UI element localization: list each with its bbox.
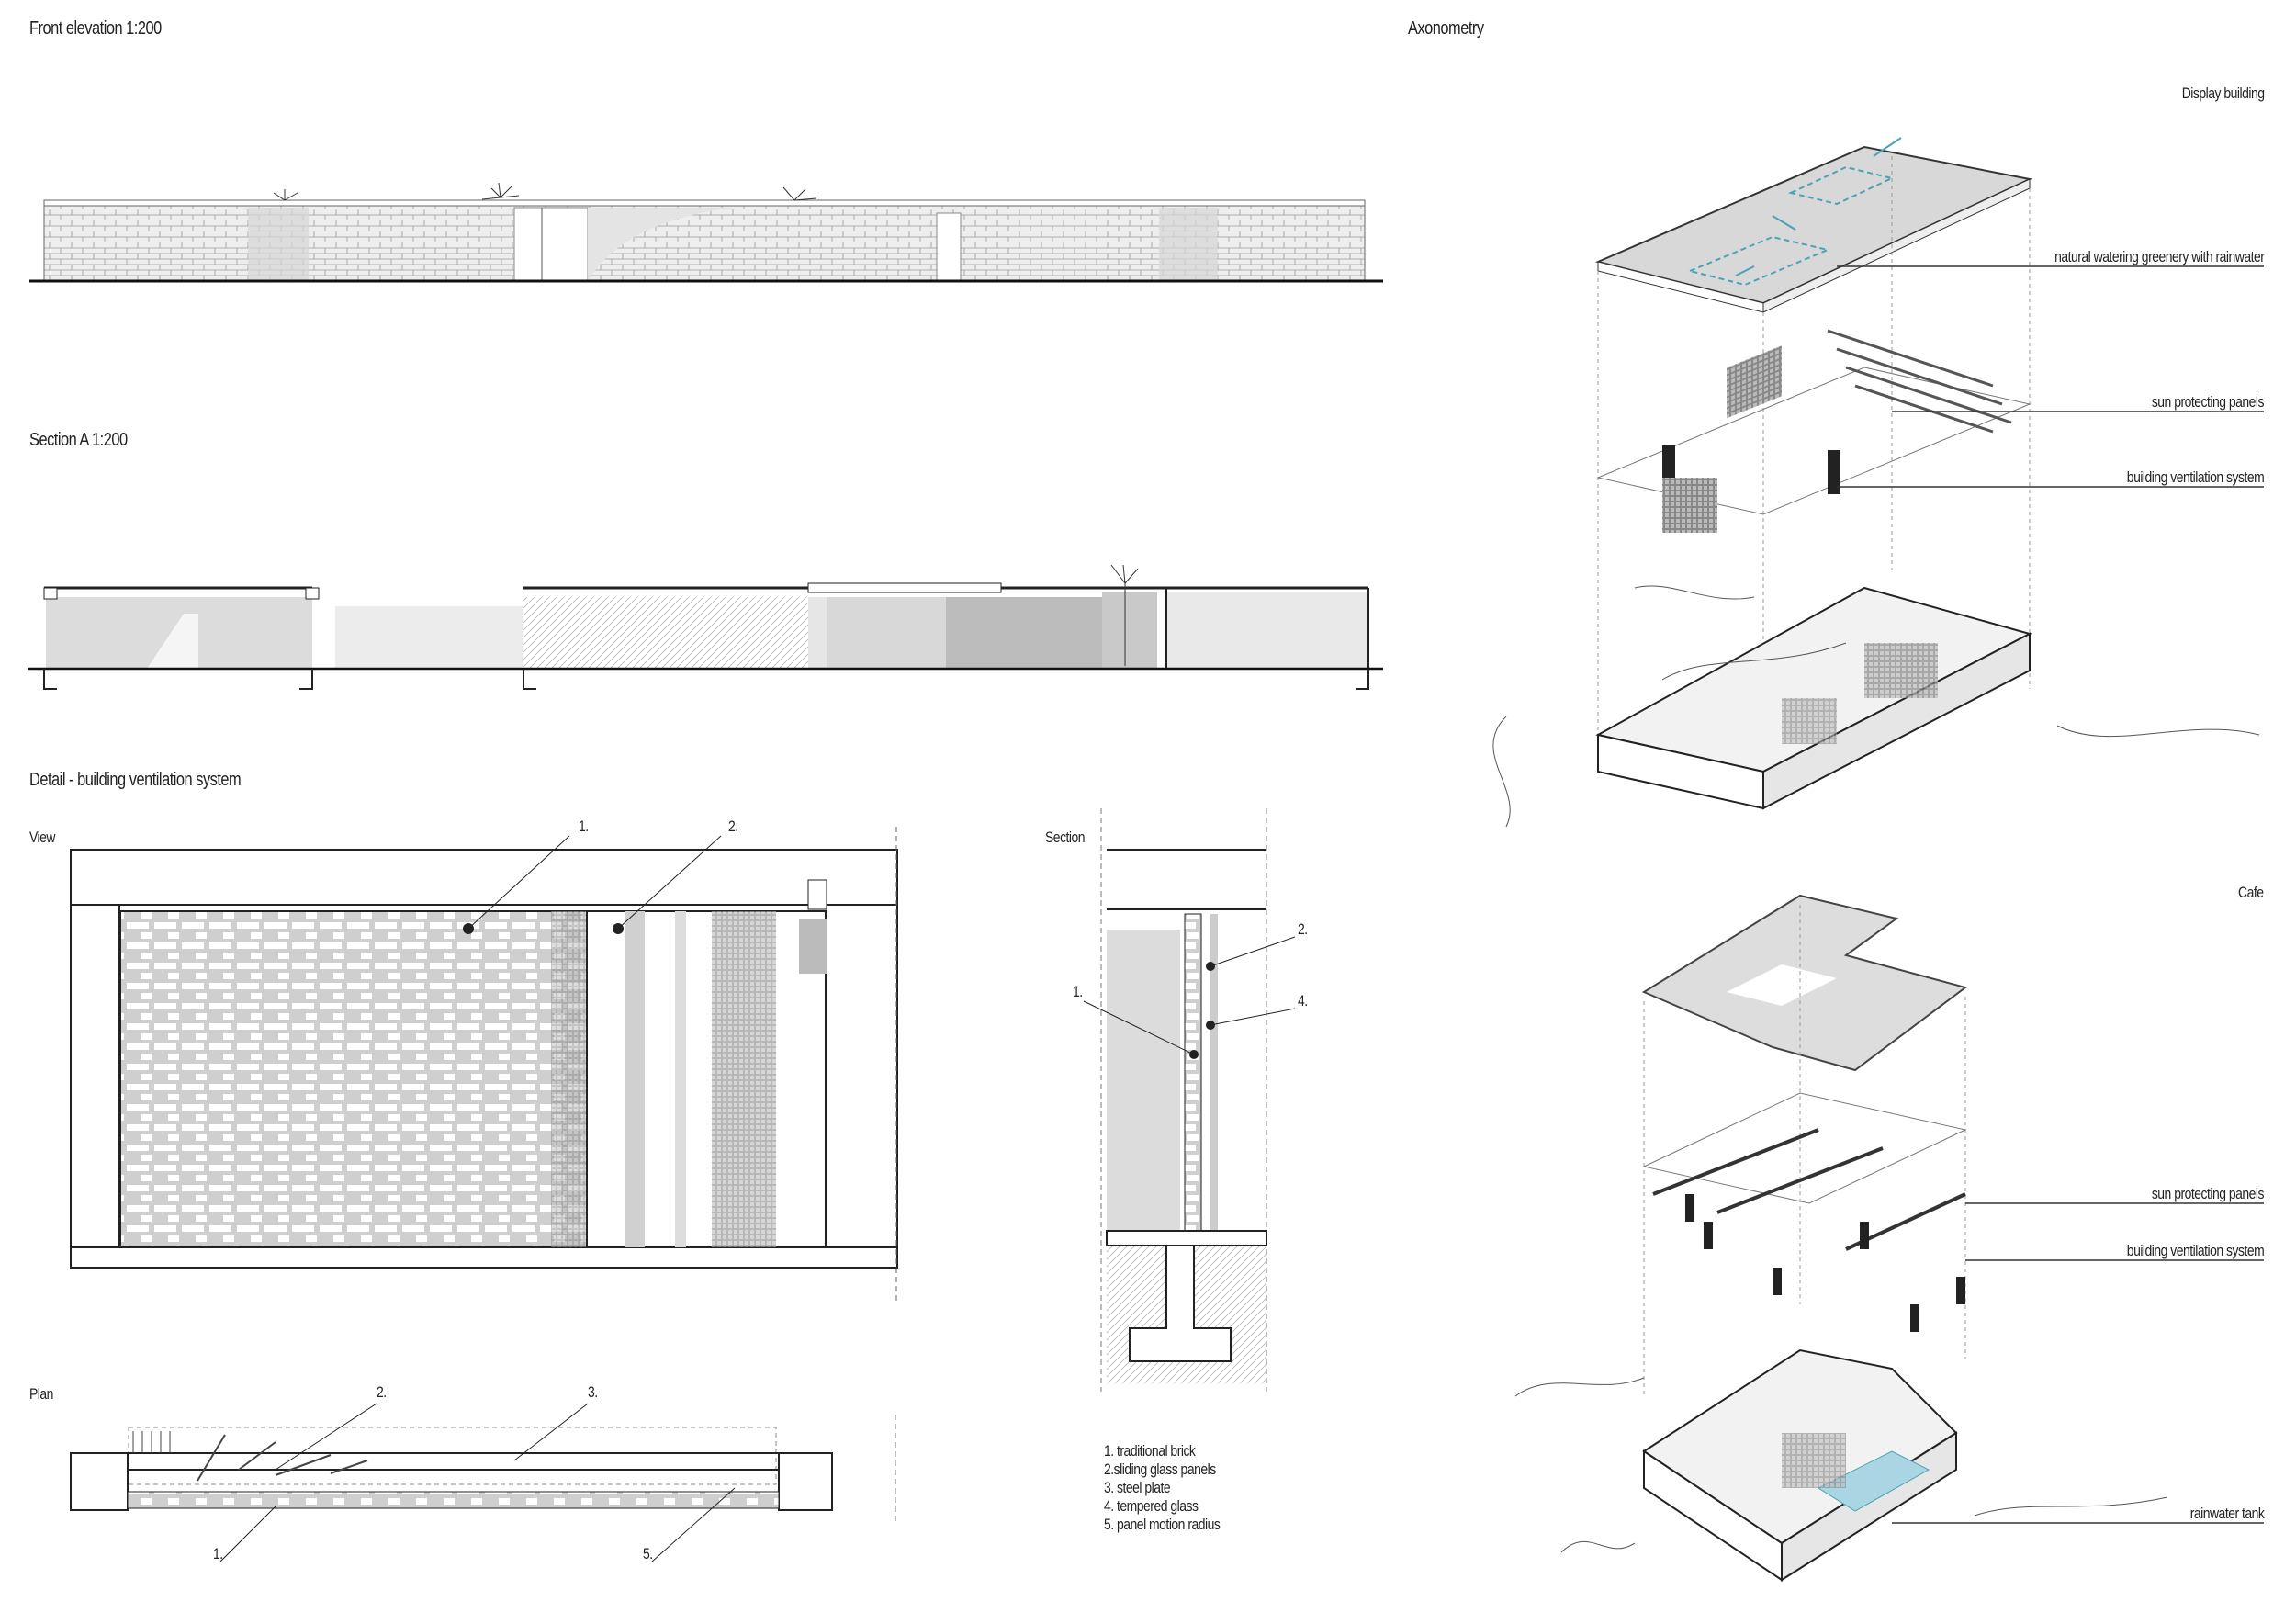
palm-tree-icon — [481, 182, 543, 281]
section-a-drawing — [28, 564, 1383, 690]
plan-title: Plan — [29, 1385, 53, 1403]
label-building-ventilation: building ventilation system — [2126, 468, 2265, 486]
front-elevation-drawing — [29, 182, 1383, 283]
section-marker-1: 1. — [1073, 983, 1083, 1000]
cafe-axonometry — [1514, 894, 2168, 1582]
detail-section-drawing — [1083, 808, 1296, 1392]
label-sun-protecting-panels: sun protecting panels — [2151, 393, 2265, 411]
leader-lines — [1837, 265, 2264, 1524]
detail-plan-drawing — [70, 1403, 896, 1562]
detail-legend: 1. traditional brick 2.sliding glass pan… — [1104, 1442, 1221, 1534]
view-marker-2: 2. — [728, 818, 738, 835]
view-title: View — [29, 829, 55, 846]
section-a-title: Section A 1:200 — [29, 430, 128, 450]
detail-title: Detail - building ventilation system — [29, 770, 242, 790]
cafe-label-rainwater-tank: rainwater tank — [2189, 1505, 2264, 1522]
view-marker-1: 1. — [579, 818, 589, 835]
plan-marker-5: 5. — [643, 1545, 653, 1562]
section-title: Section — [1045, 829, 1086, 846]
palm-tree-icon — [273, 189, 298, 201]
display-building-axonometry — [1492, 137, 2260, 828]
palm-tree-icon — [1110, 564, 1139, 666]
plan-marker-1: 1. — [213, 1545, 223, 1562]
plan-marker-2: 2. — [377, 1383, 387, 1401]
front-elevation-title: Front elevation 1:200 — [29, 18, 162, 39]
cafe-label-sun-protecting-panels: sun protecting panels — [2151, 1185, 2265, 1202]
plan-marker-3: 3. — [588, 1383, 598, 1401]
legend-item: 4. tempered glass — [1104, 1497, 1199, 1515]
axonometry-title: Axonometry — [1408, 18, 1484, 39]
section-marker-4: 4. — [1298, 992, 1308, 1009]
legend-item: 2.sliding glass panels — [1104, 1460, 1216, 1478]
legend-item: 5. panel motion radius — [1104, 1516, 1221, 1533]
legend-item: 1. traditional brick — [1104, 1442, 1196, 1460]
section-marker-2: 2. — [1298, 920, 1308, 938]
cafe-title: Cafe — [2238, 884, 2265, 901]
detail-view-drawing — [70, 827, 898, 1304]
display-building-title: Display building — [2181, 85, 2264, 102]
cafe-label-building-ventilation: building ventilation system — [2126, 1242, 2265, 1259]
legend-item: 3. steel plate — [1104, 1479, 1171, 1496]
label-natural-watering: natural watering greenery with rainwater — [2054, 248, 2265, 265]
palm-tree-icon — [782, 186, 817, 201]
